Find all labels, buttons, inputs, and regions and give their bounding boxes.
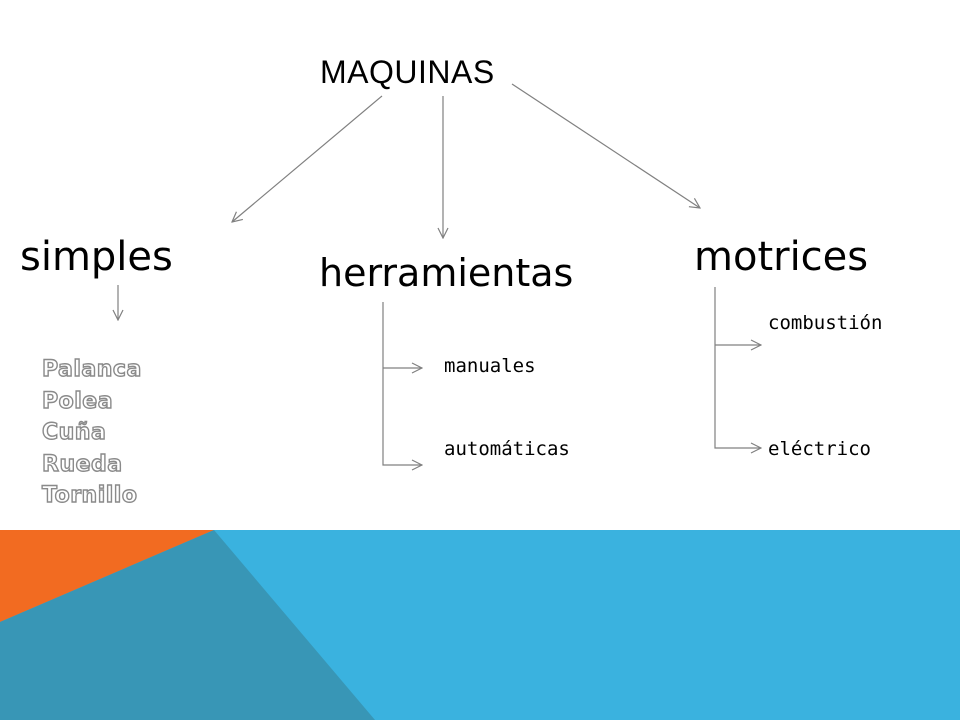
category-simples: simples xyxy=(20,234,173,280)
list-item-cuna: Cuña xyxy=(41,419,107,445)
diagram-title: MAQUINAS xyxy=(320,54,495,90)
bracket-motrices xyxy=(714,287,761,448)
arrow-to-motrices xyxy=(511,83,700,208)
list-item-tornillo: Tornillo xyxy=(41,482,138,508)
bracket-herramientas xyxy=(382,302,422,465)
motrices-item-electrico: eléctrico xyxy=(768,438,871,460)
simples-list: Palanca Polea Cuña Rueda Tornillo xyxy=(41,354,142,512)
connector-lines xyxy=(0,83,960,530)
arrow-to-simples xyxy=(232,95,383,222)
decorative-banner xyxy=(0,530,960,720)
category-motrices: motrices xyxy=(694,234,869,280)
motrices-item-combustion: combustión xyxy=(768,312,883,334)
category-herramientas: herramientas xyxy=(319,251,574,295)
list-item-polea: Polea xyxy=(41,388,114,414)
herramientas-item-automaticas: automáticas xyxy=(444,438,570,460)
list-item-rueda: Rueda xyxy=(41,451,123,477)
herramientas-item-manuales: manuales xyxy=(444,355,536,377)
banner-overlap-triangle xyxy=(0,530,375,720)
list-item-palanca: Palanca xyxy=(41,356,142,382)
